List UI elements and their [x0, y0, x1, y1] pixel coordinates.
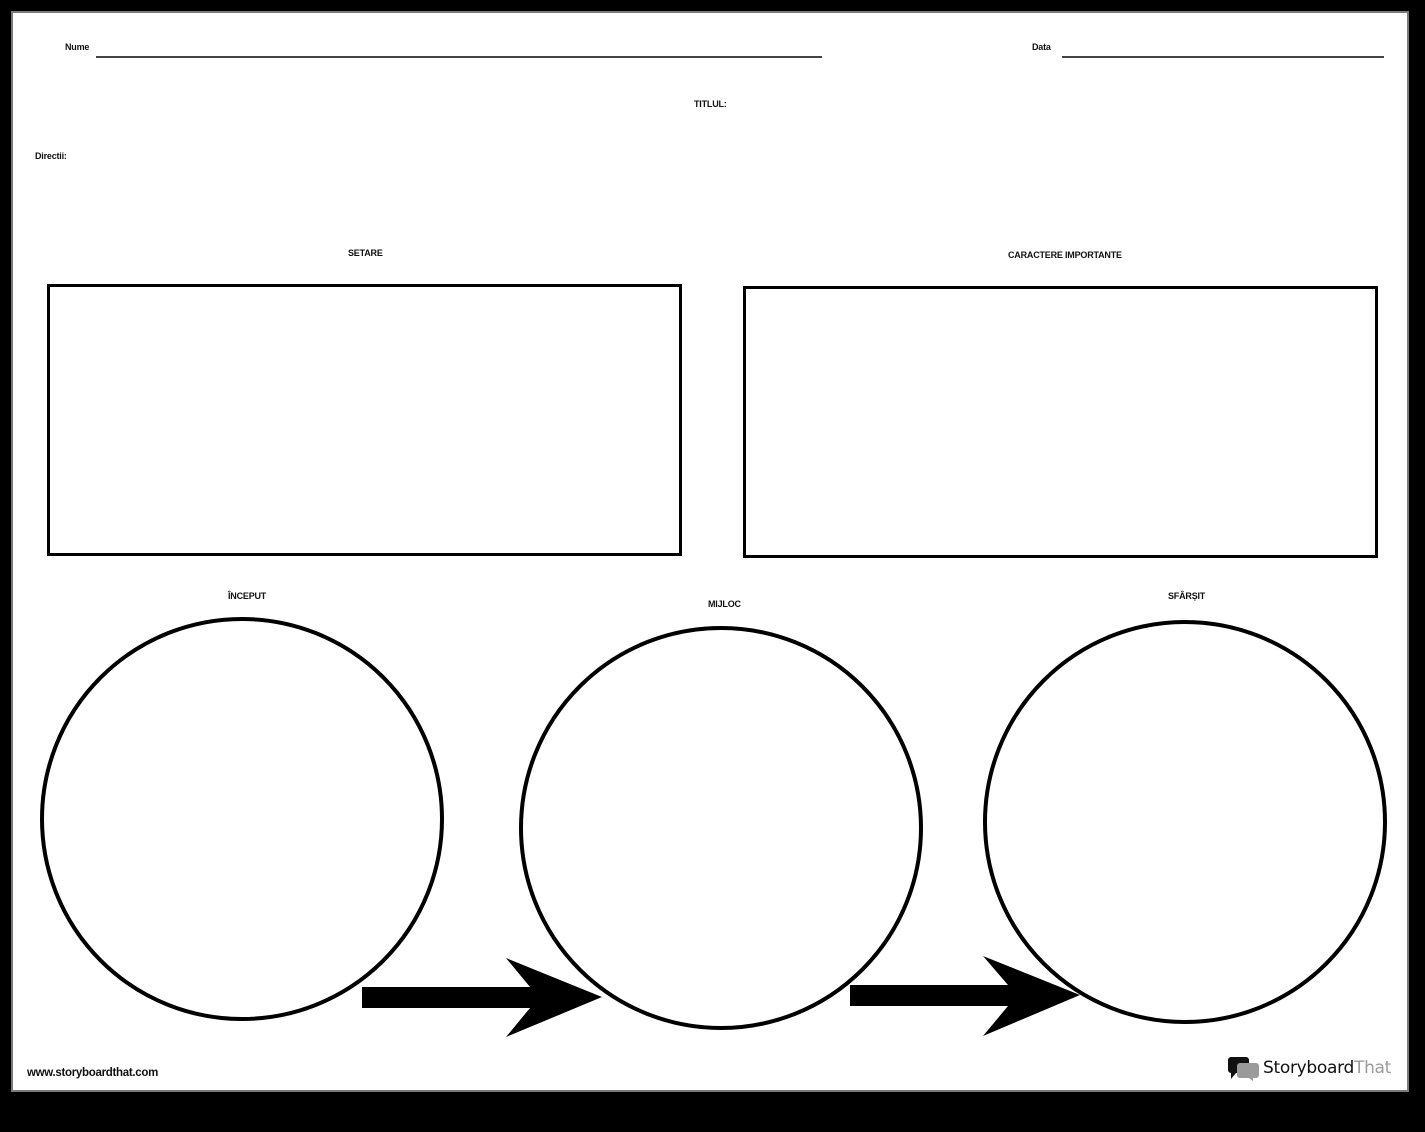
beginning-circle[interactable] — [40, 617, 444, 1021]
arrow-right-icon — [362, 958, 602, 1037]
setting-box[interactable] — [47, 284, 682, 556]
end-circle[interactable] — [983, 620, 1387, 1024]
name-field-line[interactable] — [96, 56, 822, 58]
middle-circle[interactable] — [519, 626, 923, 1030]
brand-secondary: That — [1354, 1058, 1392, 1078]
name-label: Nume — [65, 42, 90, 52]
characters-label: CARACTERE IMPORTANTE — [1008, 250, 1122, 260]
arrow-right-icon — [850, 956, 1080, 1036]
setting-label: SETARE — [348, 248, 383, 258]
end-label: SFÂRȘIT — [1168, 591, 1206, 601]
footer-url: www.storyboardthat.com — [27, 1067, 158, 1079]
date-field-line[interactable] — [1062, 56, 1384, 58]
characters-box[interactable] — [743, 286, 1378, 558]
date-label: Data — [1032, 42, 1051, 52]
directions-label: Directii: — [35, 151, 67, 161]
storyboardthat-logo: StoryboardThat — [1227, 1055, 1391, 1081]
speech-bubbles-icon — [1228, 1057, 1259, 1081]
beginning-label: ÎNCEPUT — [228, 591, 267, 601]
brand-primary: Storyboard — [1263, 1058, 1354, 1078]
middle-label: MIJLOC — [708, 599, 741, 609]
title-label: TITLUL: — [694, 99, 727, 109]
